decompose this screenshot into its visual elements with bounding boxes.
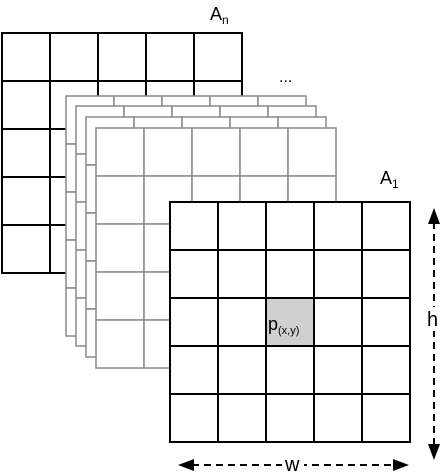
grid-cell: [217, 201, 267, 251]
height-label-backdrop: [424, 307, 442, 331]
grid-cell: [361, 297, 411, 347]
width-label: w: [284, 454, 300, 474]
matrix-a-n-label: An: [210, 4, 229, 27]
grid-cell: [95, 127, 145, 177]
grid-cell: [217, 345, 267, 395]
grid-cell: [95, 175, 145, 225]
grid-cell: [1, 224, 51, 274]
grid-cell: [95, 223, 145, 273]
grid-cell: [95, 319, 145, 369]
grid-cell: [1, 128, 51, 178]
grid-cell: [313, 393, 363, 443]
grid-cell: [1, 80, 51, 130]
grid-cell: [313, 345, 363, 395]
grid-cell: [361, 345, 411, 395]
matrix-a-1-label: A1: [380, 168, 399, 191]
height-arrow-bottom-icon: [428, 444, 440, 460]
grid-cell: [361, 201, 411, 251]
grid-cell: [49, 32, 99, 82]
grid-cell: [1, 176, 51, 226]
grid-cell: [361, 393, 411, 443]
grid-cell: [313, 249, 363, 299]
grid-cell: [1, 32, 51, 82]
grid-cell: [193, 32, 243, 82]
grid-cell: [313, 201, 363, 251]
grid-cell: [265, 345, 315, 395]
height-arrow-top-icon: [428, 208, 440, 224]
grid-cell: [217, 297, 267, 347]
grid-cell: [169, 297, 219, 347]
grid-cell: [287, 127, 337, 177]
grid-cell: [265, 249, 315, 299]
grid-cell: [97, 32, 147, 82]
grid-cell: [265, 201, 315, 251]
grid-cell: [265, 393, 315, 443]
grid-cell: [169, 249, 219, 299]
width-label-backdrop: [282, 452, 304, 474]
width-arrow-right-icon: [393, 459, 409, 471]
height-label: h: [427, 309, 438, 331]
grid-cell: [217, 393, 267, 443]
grid-cell: [313, 297, 363, 347]
ellipsis-label: ...: [279, 69, 292, 86]
grid-cell: [169, 345, 219, 395]
grid-cell: [169, 393, 219, 443]
grid-cell: [143, 127, 193, 177]
grid-cell: [95, 271, 145, 321]
matrix-a-1: [169, 201, 411, 443]
grid-cell: [169, 201, 219, 251]
grid-cell: [217, 249, 267, 299]
grid-cell: [361, 249, 411, 299]
grid-cell: [239, 127, 289, 177]
grid-cell: [191, 127, 241, 177]
width-arrow-left-icon: [178, 459, 194, 471]
pixel-label: p(x,y): [268, 314, 299, 337]
grid-cell: [145, 32, 195, 82]
